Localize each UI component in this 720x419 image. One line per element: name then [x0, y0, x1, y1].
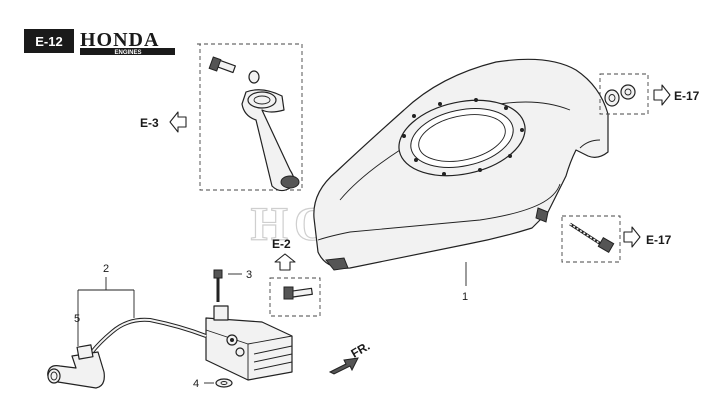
ref-e2-label: E-2 [272, 237, 291, 251]
callout-4: 4 [193, 378, 199, 390]
front-direction: FR. [328, 339, 373, 375]
callout-3: 3 [246, 269, 252, 281]
brand-sub: ENGINES [114, 50, 141, 56]
bolt-group-right: E-17 [561, 215, 672, 263]
ref-e3: E-3 [140, 111, 187, 133]
callout-2-bracket: 2 [77, 263, 135, 346]
arrow-left-icon [169, 111, 187, 133]
ignition-coil [205, 305, 293, 381]
arrow-right-icon-2 [623, 226, 641, 248]
bolt-small [208, 56, 236, 74]
starter-pipe-group [197, 43, 303, 192]
fr-label: FR. [349, 339, 373, 361]
ref-e17-mid-label: E-17 [646, 233, 672, 247]
collar [248, 70, 260, 84]
screw-3: 3 [213, 269, 252, 302]
ref-e3-label: E-3 [140, 116, 159, 130]
honda-logo: HONDA ENGINES [80, 29, 175, 56]
ref-e17-top-label: E-17 [674, 89, 700, 103]
callout-5: 5 [74, 313, 80, 325]
nut-group: E-17 [599, 73, 700, 115]
ref-e2: E-2 [269, 237, 321, 317]
section-badge: E-12 [24, 29, 74, 53]
callout-1: 1 [462, 291, 468, 303]
arrow-up-icon [274, 253, 296, 271]
engine-cover [313, 58, 609, 271]
ht-lead [47, 317, 207, 389]
washer-4: 4 [193, 378, 233, 390]
brand-name: HONDA [80, 29, 159, 51]
section-code: E-12 [35, 34, 62, 49]
callout-2: 2 [103, 263, 109, 275]
arrow-right-icon [653, 84, 671, 106]
